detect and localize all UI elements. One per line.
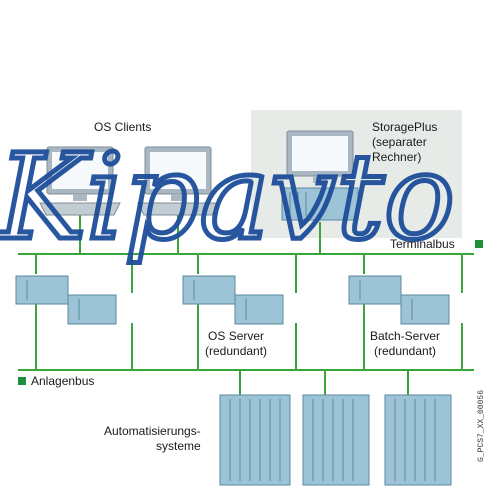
os-client-workstation-1 [39,146,121,216]
automation-rack-1 [219,394,291,486]
label-anlagenbus: Anlagenbus [31,374,95,388]
terminalbus-lines [18,215,474,293]
batch-server-pair [348,275,450,325]
storageplus-workstation [281,130,359,221]
anlagenbus-marker [18,377,26,385]
terminalbus-marker [475,240,483,248]
label-os-server: OS Server (redundant) [205,329,268,358]
os-client-workstation-2 [137,146,219,216]
watermark: Kipavto [0,128,455,266]
label-terminalbus: Terminalbus [390,237,455,251]
label-automatisierungssysteme: Automatisierungs- systeme [104,424,201,453]
automation-rack-3 [384,394,452,486]
automation-rack-2 [302,394,370,486]
label-storageplus: StoragePlus (separater Rechner) [372,120,438,164]
anlagenbus-lines [18,303,474,395]
left-server-pair [15,275,117,325]
label-os-clients: OS Clients [94,120,152,134]
label-batch-server: Batch-Server (redundant) [370,329,441,358]
os-server-pair [182,275,284,325]
image-code: G_PCS7_XX_00056 [477,389,486,462]
